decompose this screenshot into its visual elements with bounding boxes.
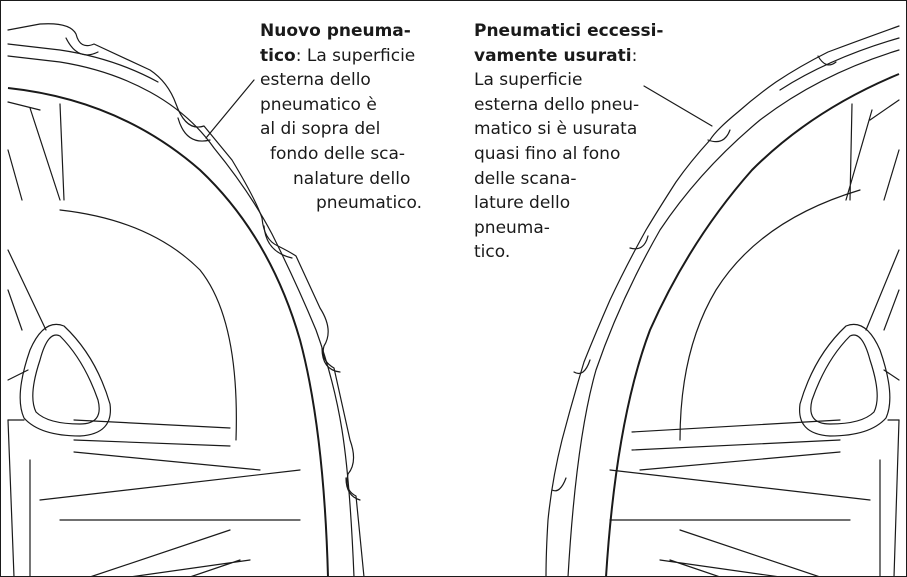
new-tyre-note-line-8: pneumatico. bbox=[316, 193, 423, 214]
new-tyre-groove-3 bbox=[263, 225, 293, 259]
new-tyre-groove-4 bbox=[321, 347, 341, 373]
new-tyre-note-line-2: tico: La superficie bbox=[260, 44, 440, 69]
worn-tyre-leader-line bbox=[643, 85, 713, 127]
new-tyre-inner-band bbox=[7, 55, 355, 577]
worn-tyre-groove-3 bbox=[629, 235, 649, 250]
worn-tyre-spokes bbox=[609, 99, 900, 577]
new-tyre-note-line-7: nalature dello bbox=[293, 168, 411, 189]
new-tyre-note-title-2: tico bbox=[260, 45, 296, 66]
worn-tyre-note: Pneumatici eccessi- vamente usurati: La … bbox=[474, 19, 674, 265]
new-tyre-groove-2 bbox=[177, 117, 211, 142]
new-tyre-note-line-5: al di sopra del bbox=[260, 119, 381, 140]
worn-tyre-note-line-6: quasi fino al fono bbox=[474, 143, 621, 164]
new-tyre-sidewall bbox=[7, 43, 159, 83]
worn-tyre-note-line-8: lature dello bbox=[474, 193, 571, 214]
worn-tyre-note-line-2: vamente usurati: bbox=[474, 44, 674, 69]
worn-tyre-note-line-1: Pneumatici eccessi- bbox=[474, 19, 674, 44]
worn-tyre-note-line-7: delle scana- bbox=[474, 168, 577, 189]
new-tyre-hub-connector bbox=[7, 369, 29, 421]
worn-tyre-rim-edge bbox=[605, 73, 900, 577]
new-tyre-note-line-4: pneumatico è bbox=[260, 94, 377, 115]
new-tyre-inner-rim bbox=[59, 209, 237, 441]
worn-tyre-inner-rim bbox=[679, 189, 861, 441]
worn-tyre-note-line-2-rest: : bbox=[631, 45, 638, 66]
new-tyre-wheel bbox=[7, 23, 365, 577]
new-tyre-hub bbox=[32, 334, 100, 425]
worn-tyre-note-title-1: Pneumatici eccessi- bbox=[474, 21, 664, 41]
worn-tyre-note-line-9: pneuma- bbox=[474, 217, 550, 238]
new-tyre-note-line-2-rest: : La superficie bbox=[295, 45, 416, 66]
new-tyre-outer-tread bbox=[7, 23, 365, 577]
worn-tyre-note-line-4: esterna dello pneu- bbox=[474, 94, 640, 115]
worn-tyre-wheel bbox=[545, 25, 900, 577]
worn-tyre-hub-connector bbox=[883, 369, 900, 421]
worn-tyre-groove-2 bbox=[707, 129, 731, 143]
worn-tyre-inner-band bbox=[567, 49, 900, 577]
worn-tyre-hub bbox=[810, 334, 878, 425]
new-tyre-leader-line bbox=[205, 79, 255, 139]
new-tyre-note: Nuovo pneuma- tico: La superficie estern… bbox=[260, 19, 440, 216]
worn-tyre-hub-outline bbox=[798, 323, 891, 437]
new-tyre-note-line-1: Nuovo pneuma- bbox=[260, 19, 440, 44]
worn-tyre-groove-5 bbox=[551, 477, 567, 492]
worn-tyre-note-line-10: tico. bbox=[474, 242, 511, 263]
new-tyre-rim-edge bbox=[7, 87, 329, 577]
new-tyre-note-title-1: Nuovo pneuma- bbox=[260, 21, 411, 41]
worn-tyre-note-title-2: vamente usurati bbox=[474, 45, 632, 66]
worn-tyre-outer-tread bbox=[545, 25, 900, 577]
new-tyre-note-line-6: fondo delle sca- bbox=[270, 143, 406, 164]
worn-tyre-groove-4 bbox=[573, 359, 591, 375]
new-tyre-hub-outline bbox=[19, 323, 112, 437]
new-tyre-spokes bbox=[7, 101, 301, 577]
new-tyre-note-line-3: esterna dello bbox=[260, 70, 371, 91]
worn-tyre-sidewall bbox=[779, 37, 900, 91]
worn-tyre-note-line-5: matico si è usurata bbox=[474, 119, 638, 140]
worn-tyre-note-line-3: La superficie bbox=[474, 70, 583, 91]
